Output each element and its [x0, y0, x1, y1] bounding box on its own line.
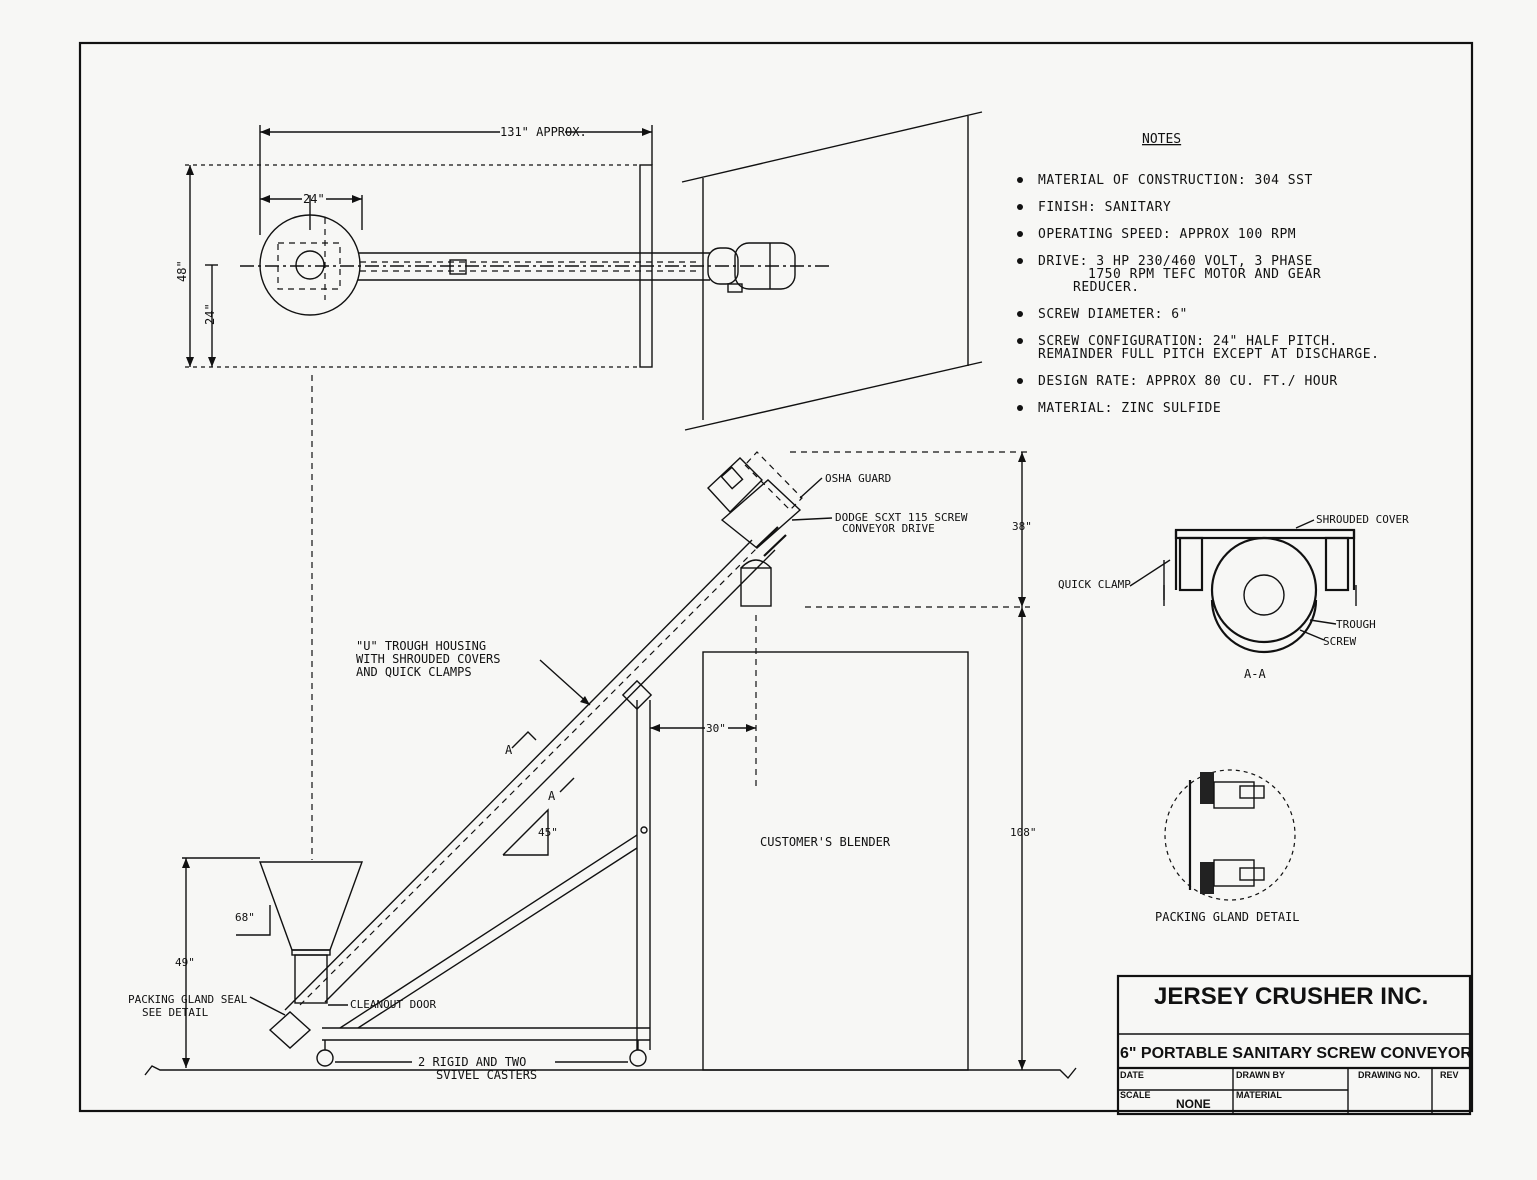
section-a-a-detail: SHROUDED COVER QUICK CLAMP TROUGH SCREW …	[1058, 513, 1409, 681]
packing-seal-label-line2: SEE DETAIL	[142, 1006, 209, 1019]
note-bullet	[1017, 405, 1023, 411]
plan-half-dim: 24"	[203, 303, 217, 325]
quick-clamp-label: QUICK CLAMP	[1058, 578, 1131, 591]
drawn-by-field-label: DRAWN BY	[1236, 1070, 1285, 1080]
drive-label-line1: DODGE SCXT 115 SCREW	[835, 511, 968, 524]
note-bullet	[1017, 258, 1023, 264]
note-item: DESIGN RATE: APPROX 80 CU. FT./ HOUR	[1038, 374, 1338, 389]
notes-block: NOTES MATERIAL OF CONSTRUCTION: 304 SST F…	[1017, 132, 1379, 416]
drive-label-line2: CONVEYOR DRIVE	[842, 522, 935, 535]
scale-value: NONE	[1176, 1097, 1211, 1111]
packing-gland-caption: PACKING GLAND DETAIL	[1155, 910, 1300, 924]
elevation-view: OSHA GUARD DODGE SCXT 115 SCREW CONVEYOR…	[128, 451, 1077, 1082]
casters-label-line1: 2 RIGID AND TWO	[418, 1055, 526, 1069]
note-item: SCREW CONFIGURATION: 24" HALF PITCH.	[1038, 334, 1338, 349]
note-bullet	[1017, 338, 1023, 344]
drawing-border	[78, 41, 1474, 1113]
customer-blender-label: CUSTOMER'S BLENDER	[760, 835, 891, 849]
note-bullet	[1017, 204, 1023, 210]
rev-field-label: REV	[1440, 1070, 1459, 1080]
blender-gap-dim: 30"	[706, 722, 726, 735]
notes-title: NOTES	[1142, 132, 1181, 147]
material-field-label: MATERIAL	[1236, 1090, 1282, 1100]
customer-blender-box	[702, 651, 969, 1071]
note-bullet	[1017, 378, 1023, 384]
company-name: JERSEY CRUSHER INC.	[1154, 983, 1428, 1010]
note-item: SCREW DIAMETER: 6"	[1038, 307, 1188, 322]
drawing-title: 6" PORTABLE SANITARY SCREW CONVEYOR	[1120, 1045, 1472, 1062]
plan-view: 131" APPROX. 24" 48" 24"	[175, 111, 983, 431]
hopper-angle-dim: 68"	[235, 911, 255, 924]
note-item: OPERATING SPEED: APPROX 100 RPM	[1038, 227, 1296, 242]
trough-label: TROUGH	[1336, 618, 1376, 631]
note-bullet	[1017, 311, 1023, 317]
total-height-dim: 108"	[1010, 826, 1037, 839]
note-bullet	[1017, 177, 1023, 183]
note-item: MATERIAL OF CONSTRUCTION: 304 SST	[1038, 173, 1313, 188]
screw-label: SCREW	[1323, 635, 1356, 648]
trough-label-line1: "U" TROUGH HOUSING	[356, 639, 486, 653]
note-item: REDUCER.	[1073, 280, 1140, 295]
title-block: JERSEY CRUSHER INC. 6" PORTABLE SANITARY…	[1116, 974, 1472, 1116]
section-a-marker-1: A	[505, 743, 513, 757]
date-field-label: DATE	[1120, 1070, 1144, 1080]
trough-label-line2: WITH SHROUDED COVERS	[356, 652, 501, 666]
plan-height-dim: 48"	[175, 260, 189, 282]
casters-label-line2: SVIVEL CASTERS	[436, 1068, 537, 1082]
overall-length-dim: 131" APPROX.	[500, 125, 587, 139]
drive-height-dim: 38"	[1012, 520, 1032, 533]
hopper-height-dim: 49"	[175, 956, 195, 969]
packing-seal-label-line1: PACKING GLAND SEAL	[128, 993, 248, 1006]
shrouded-cover-label: SHROUDED COVER	[1316, 513, 1409, 526]
scale-field-label: SCALE	[1120, 1090, 1151, 1100]
incline-angle-dim: 45"	[538, 826, 558, 839]
osha-guard-label: OSHA GUARD	[825, 472, 891, 485]
section-a-marker-2: A	[548, 789, 556, 803]
note-item: MATERIAL: ZINC SULFIDE	[1038, 401, 1221, 416]
note-item: 1750 RPM TEFC MOTOR AND GEAR	[1088, 267, 1321, 282]
trough-label-line3: AND QUICK CLAMPS	[356, 665, 472, 679]
drawing-no-field-label: DRAWING NO.	[1358, 1070, 1420, 1080]
packing-gland-detail: PACKING GLAND DETAIL	[1155, 769, 1300, 924]
section-a-a-caption: A-A	[1244, 667, 1266, 681]
note-bullet	[1017, 231, 1023, 237]
hopper-width-dim: 24"	[303, 192, 325, 206]
note-item: REMAINDER FULL PITCH EXCEPT AT DISCHARGE…	[1038, 347, 1379, 362]
note-item: FINISH: SANITARY	[1038, 200, 1171, 215]
note-item: DRIVE: 3 HP 230/460 VOLT, 3 PHASE	[1038, 254, 1313, 269]
